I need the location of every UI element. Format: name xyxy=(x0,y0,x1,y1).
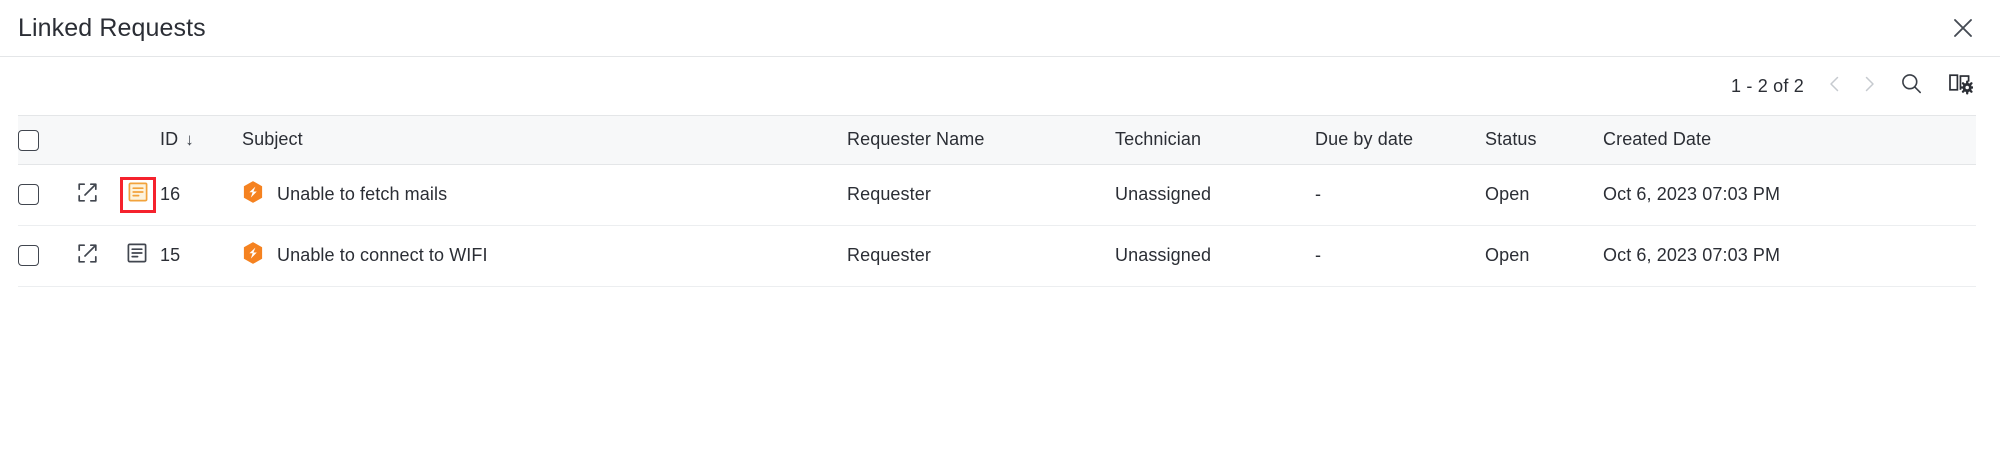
row-requester-name: Requester xyxy=(847,164,1115,226)
previous-page-button[interactable] xyxy=(1818,69,1852,103)
page-title: Linked Requests xyxy=(18,13,206,42)
column-settings-button[interactable] xyxy=(1942,69,1980,103)
linked-requests-table: ID ↓ Subject Requester Name Technician D… xyxy=(18,115,1976,287)
header-requester-name[interactable]: Requester Name xyxy=(847,116,1115,165)
row-due-by-date: - xyxy=(1315,164,1485,226)
row-subject-link[interactable]: Unable to connect to WIFI xyxy=(277,245,488,265)
header-open-column xyxy=(76,116,120,165)
priority-hexagon-icon xyxy=(242,241,264,270)
row-created-date: Oct 6, 2023 07:03 PM xyxy=(1603,225,1976,287)
row-status: Open xyxy=(1485,225,1603,287)
row-created-date: Oct 6, 2023 07:03 PM xyxy=(1603,164,1976,226)
row-note-cell xyxy=(120,225,160,287)
note-icon[interactable] xyxy=(127,181,149,208)
row-id: 16 xyxy=(160,164,242,226)
header-due-by-date[interactable]: Due by date xyxy=(1315,116,1485,165)
row-subject-cell: Unable to fetch mails xyxy=(242,164,847,226)
header-note-column xyxy=(120,116,160,165)
row-select-cell xyxy=(18,164,76,226)
select-all-checkbox[interactable] xyxy=(18,129,39,151)
external-link-icon[interactable] xyxy=(76,181,120,209)
row-open-cell xyxy=(76,225,120,287)
row-id: 15 xyxy=(160,225,242,287)
header-created-date[interactable]: Created Date xyxy=(1603,116,1976,165)
row-subject-link[interactable]: Unable to fetch mails xyxy=(277,184,448,204)
table-toolbar: 1 - 2 of 2 xyxy=(0,57,2000,115)
header-select-all xyxy=(18,116,76,165)
column-settings-icon xyxy=(1949,73,1975,100)
row-technician: Unassigned xyxy=(1115,164,1315,226)
chevron-right-icon xyxy=(1859,74,1879,99)
pagination-count: 1 - 2 of 2 xyxy=(1730,75,1804,96)
row-checkbox[interactable] xyxy=(18,184,39,206)
sort-descending-icon: ↓ xyxy=(185,129,194,149)
header-technician[interactable]: Technician xyxy=(1115,116,1315,165)
row-note-cell xyxy=(120,164,160,226)
row-subject-cell: Unable to connect to WIFI xyxy=(242,225,847,287)
row-status: Open xyxy=(1485,164,1603,226)
row-checkbox[interactable] xyxy=(18,245,39,267)
priority-hexagon-icon xyxy=(242,180,264,209)
search-icon xyxy=(1900,72,1923,100)
table-row[interactable]: 15 Unable to connect to WIFI xyxy=(18,225,1976,287)
row-technician: Unassigned xyxy=(1115,225,1315,287)
close-button[interactable] xyxy=(1946,11,1980,45)
note-icon[interactable] xyxy=(126,242,148,269)
header-id-label: ID xyxy=(160,129,179,150)
row-open-cell xyxy=(76,164,120,226)
table-row[interactable]: 16 Unable to fetch mails R xyxy=(18,164,1976,226)
next-page-button[interactable] xyxy=(1852,69,1886,103)
search-button[interactable] xyxy=(1892,69,1930,103)
chevron-left-icon xyxy=(1825,74,1845,99)
header-status[interactable]: Status xyxy=(1485,116,1603,165)
note-highlight-box xyxy=(120,176,156,213)
row-select-cell xyxy=(18,225,76,287)
note-wrapper xyxy=(120,239,154,273)
dialog-header: Linked Requests xyxy=(0,0,2000,57)
header-subject[interactable]: Subject xyxy=(242,116,847,165)
external-link-icon[interactable] xyxy=(76,242,120,270)
close-icon xyxy=(1952,17,1974,39)
row-requester-name: Requester xyxy=(847,225,1115,287)
row-due-by-date: - xyxy=(1315,225,1485,287)
header-id[interactable]: ID ↓ xyxy=(160,116,242,165)
table-header-row: ID ↓ Subject Requester Name Technician D… xyxy=(18,116,1976,165)
